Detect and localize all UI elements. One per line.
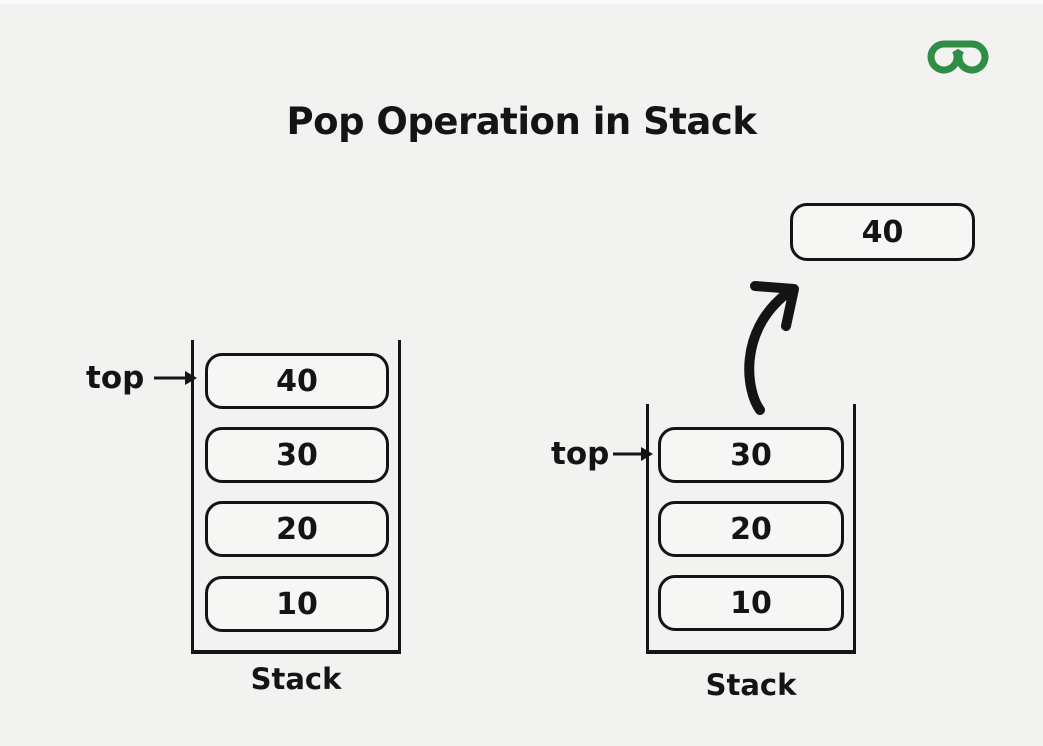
popped-item: 40 xyxy=(790,203,975,261)
stack-item: 30 xyxy=(658,427,844,483)
page-title: Pop Operation in Stack xyxy=(286,100,757,143)
top-label: top xyxy=(86,360,145,396)
stack-item: 30 xyxy=(205,427,389,483)
pop-curved-arrow-icon xyxy=(744,281,799,415)
top-pointer-before: top xyxy=(86,360,198,396)
top-sheen xyxy=(0,0,1043,4)
stack-before: 40 30 20 10 xyxy=(191,340,401,654)
stack-item: 40 xyxy=(205,353,389,409)
stack-caption-after: Stack xyxy=(705,668,797,702)
stack-item: 10 xyxy=(205,576,389,632)
top-pointer-after: top xyxy=(551,436,654,472)
geeksforgeeks-logo-icon xyxy=(927,40,989,74)
top-label: top xyxy=(551,436,610,472)
stack-item: 20 xyxy=(205,501,389,557)
stack-after: 30 20 10 xyxy=(646,404,856,654)
stack-caption-before: Stack xyxy=(250,662,342,696)
stack-item: 10 xyxy=(658,575,844,631)
stack-item: 20 xyxy=(658,501,844,557)
